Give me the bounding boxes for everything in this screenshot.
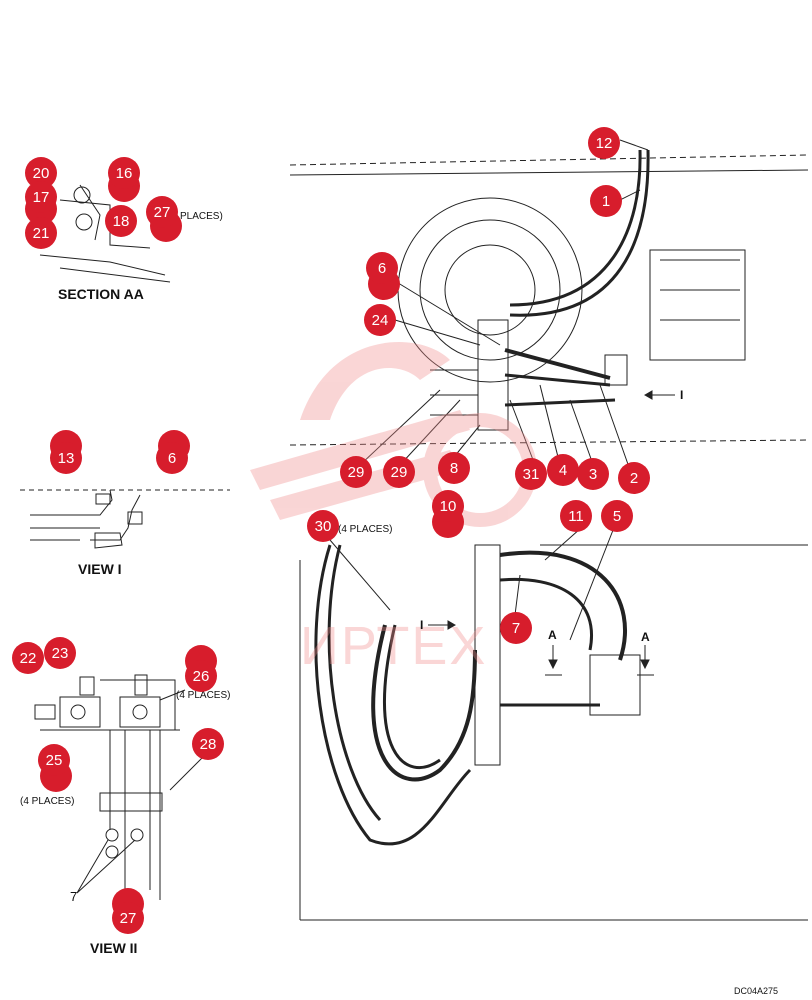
callout-29-left[interactable]: 29	[340, 456, 372, 488]
callout-31[interactable]: 31	[515, 458, 547, 490]
callout-22[interactable]: 22	[12, 642, 44, 674]
places-note-30: (4 PLACES)	[338, 524, 393, 535]
callout-17[interactable]: 17	[25, 181, 57, 213]
callout-7-main[interactable]: 7	[500, 612, 532, 644]
marker-a-right: A	[641, 630, 650, 644]
view-i-title: VIEW I	[78, 561, 122, 577]
view-ii-title: VIEW II	[90, 940, 138, 956]
callout-10[interactable]: 10	[432, 490, 464, 522]
callout-3[interactable]: 3	[577, 458, 609, 490]
callout-18[interactable]: 18	[105, 205, 137, 237]
places-note-section: PLACES)	[180, 211, 223, 222]
callout-25[interactable]: 25	[38, 744, 70, 776]
callout-6-view-i[interactable]: 6	[156, 442, 188, 474]
drawing-code: DC04A275	[734, 986, 779, 996]
callout-4[interactable]: 4	[547, 454, 579, 486]
callout-28[interactable]: 28	[192, 728, 224, 760]
callout-1[interactable]: 1	[590, 185, 622, 217]
watermark-text: ИРТЕХ	[300, 616, 488, 676]
callout-11[interactable]: 11	[560, 500, 592, 532]
callout-23[interactable]: 23	[44, 637, 76, 669]
callout-8[interactable]: 8	[438, 452, 470, 484]
callout-20[interactable]: 20	[25, 157, 57, 189]
callout-21[interactable]: 21	[25, 217, 57, 249]
places-note-26: (4 PLACES)	[176, 690, 231, 701]
callout-26[interactable]: 26	[185, 660, 217, 692]
item-7-leader-label: 7	[70, 889, 78, 904]
section-aa-title: SECTION AA	[58, 286, 144, 302]
places-note-25: (4 PLACES)	[20, 796, 75, 807]
marker-i-mid: I	[420, 618, 424, 632]
callout-12[interactable]: 12	[588, 127, 620, 159]
callout-13[interactable]: 13	[50, 442, 82, 474]
callout-24[interactable]: 24	[364, 304, 396, 336]
marker-a-left: A	[548, 628, 557, 642]
callout-27-section[interactable]: 27	[146, 196, 178, 228]
callout-6-main[interactable]: 6	[366, 252, 398, 284]
callout-27-view-ii[interactable]: 27	[112, 902, 144, 934]
callout-16[interactable]: 16	[108, 157, 140, 189]
callout-2[interactable]: 2	[618, 462, 650, 494]
callout-30[interactable]: 30	[307, 510, 339, 542]
callout-29-right[interactable]: 29	[383, 456, 415, 488]
callout-5[interactable]: 5	[601, 500, 633, 532]
marker-i-top: I	[680, 388, 684, 402]
